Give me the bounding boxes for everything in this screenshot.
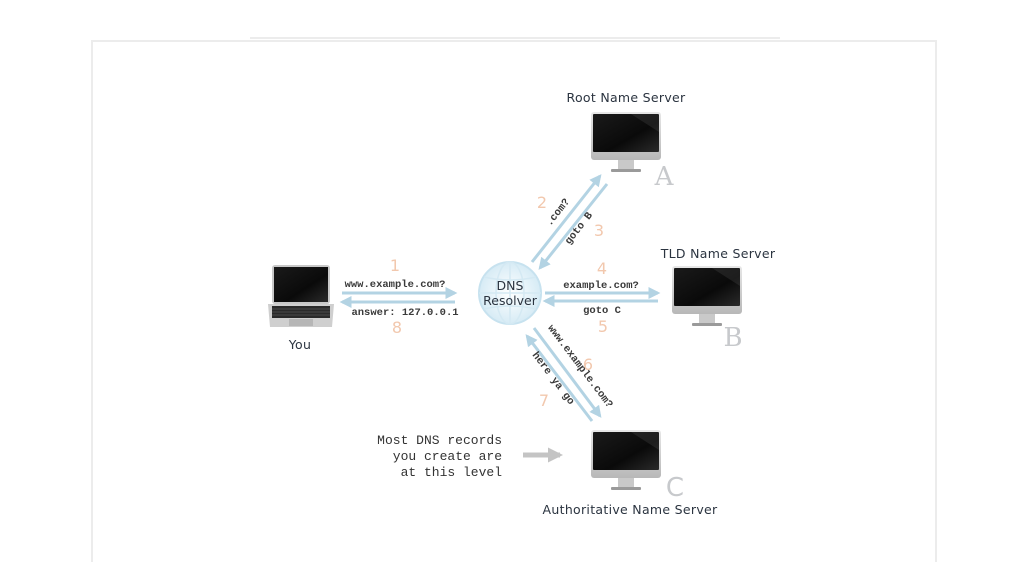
- step-number-6: 6: [583, 355, 593, 374]
- edge-label-6: www.example.com?: [544, 323, 614, 411]
- arrow-step-7: [525, 334, 594, 422]
- note-line-3: at this level: [401, 465, 503, 480]
- monitor-icon: [591, 112, 661, 172]
- tld-server-label: TLD Name Server: [660, 246, 776, 261]
- step-number-8: 8: [392, 318, 402, 337]
- server-letter-c: C: [666, 473, 684, 503]
- arrow-step-2: [530, 174, 602, 263]
- edge-label-8: answer: 127.0.0.1: [351, 307, 458, 319]
- server-letter-b: B: [723, 323, 742, 353]
- step-number-2: 2: [537, 193, 547, 212]
- edge-label-1: www.example.com?: [345, 279, 446, 291]
- root-server-label: Root Name Server: [567, 90, 686, 105]
- note-line-1: Most DNS records: [377, 433, 502, 448]
- monitor-icon: [672, 266, 742, 326]
- edge-label-5: goto C: [583, 305, 622, 317]
- step-number-7: 7: [539, 391, 549, 410]
- note-line-2: you create are: [393, 449, 502, 464]
- step-number-5: 5: [598, 317, 608, 336]
- resolver-label-line1: DNS: [497, 278, 524, 293]
- monitor-icon: [591, 430, 661, 490]
- you-label: You: [288, 337, 311, 352]
- edge-label-2: .com?: [544, 197, 573, 229]
- arrow-step-3: [538, 183, 609, 270]
- step-number-4: 4: [597, 259, 607, 278]
- arrow-step-6: [532, 327, 602, 418]
- server-letter-a: A: [654, 162, 675, 192]
- step-number-3: 3: [594, 221, 604, 240]
- auth-server-label: Authoritative Name Server: [543, 502, 718, 517]
- laptop-icon: [268, 265, 334, 327]
- resolver-label-line2: Resolver: [483, 293, 538, 308]
- globe-icon: [478, 261, 542, 325]
- edge-label-4: example.com?: [563, 280, 639, 292]
- dns-diagram: You DNS Resolver Root Name Server A TLD …: [268, 90, 776, 517]
- step-number-1: 1: [390, 256, 400, 275]
